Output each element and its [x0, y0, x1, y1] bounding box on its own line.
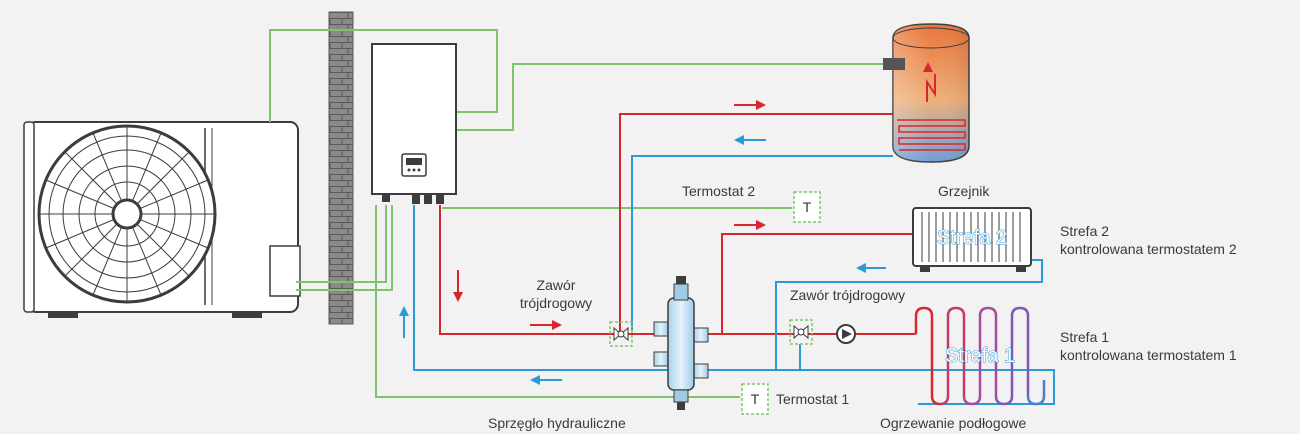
flow-arrows: [399, 100, 886, 385]
arrow-right-icon: [734, 100, 766, 110]
thermostat-2: T: [793, 191, 821, 223]
tank-coil: [897, 119, 966, 151]
sprzeglo-label: Sprzęgło hydrauliczne: [488, 415, 626, 431]
signal-lines: [269, 29, 887, 398]
termostat-2-label: Termostat 2: [682, 183, 755, 199]
zawor-right-label: Zawór trójdrogowy: [790, 287, 905, 303]
zone-2-overlay: Strefa 2: [937, 227, 1007, 249]
zawor-left-label-line2: trójdrogowy: [520, 295, 592, 311]
arrow-up-icon: [399, 306, 409, 338]
thermostat-1: T: [741, 383, 769, 415]
arrow-down-icon: [453, 270, 463, 302]
strefa-1-description: kontrolowana termostatem 1: [1060, 347, 1237, 363]
brick-wall: [328, 11, 354, 325]
thermostat-2-symbol: T: [803, 199, 812, 215]
strefa-1-title: Strefa 1: [1060, 329, 1109, 345]
hot-water-tank: [883, 23, 970, 163]
three-way-valve-left: [609, 321, 633, 347]
arrow-right-icon: [734, 220, 766, 230]
outdoor-unit: [23, 121, 301, 318]
hydraulic-coupler: [653, 276, 709, 410]
zawor-left-label-line1: Zawór: [537, 277, 576, 293]
arrow-left-icon: [856, 263, 886, 273]
strefa-2-description: kontrolowana termostatem 2: [1060, 241, 1237, 257]
heating-element-icon: [926, 74, 936, 102]
fan-icon: [37, 124, 217, 304]
three-way-valve-right: [789, 319, 813, 345]
cold-pipes: [413, 155, 1055, 405]
termostat-1-label: Termostat 1: [776, 391, 849, 407]
strefa-2-title: Strefa 2: [1060, 223, 1109, 239]
grzejnik-label: Grzejnik: [938, 183, 990, 199]
zone-1-overlay: Strefa 1: [945, 345, 1015, 367]
ogrzewanie-label: Ogrzewanie podłogowe: [880, 415, 1027, 431]
radiator: [912, 207, 1032, 272]
indoor-unit: [371, 43, 457, 204]
pump-icon: [836, 324, 856, 344]
arrow-left-icon: [734, 135, 766, 145]
arrow-left-icon: [530, 375, 562, 385]
arrow-right-icon: [530, 320, 562, 330]
thermostat-1-symbol: T: [751, 391, 760, 407]
underfloor-heating-loops: [914, 306, 1046, 406]
